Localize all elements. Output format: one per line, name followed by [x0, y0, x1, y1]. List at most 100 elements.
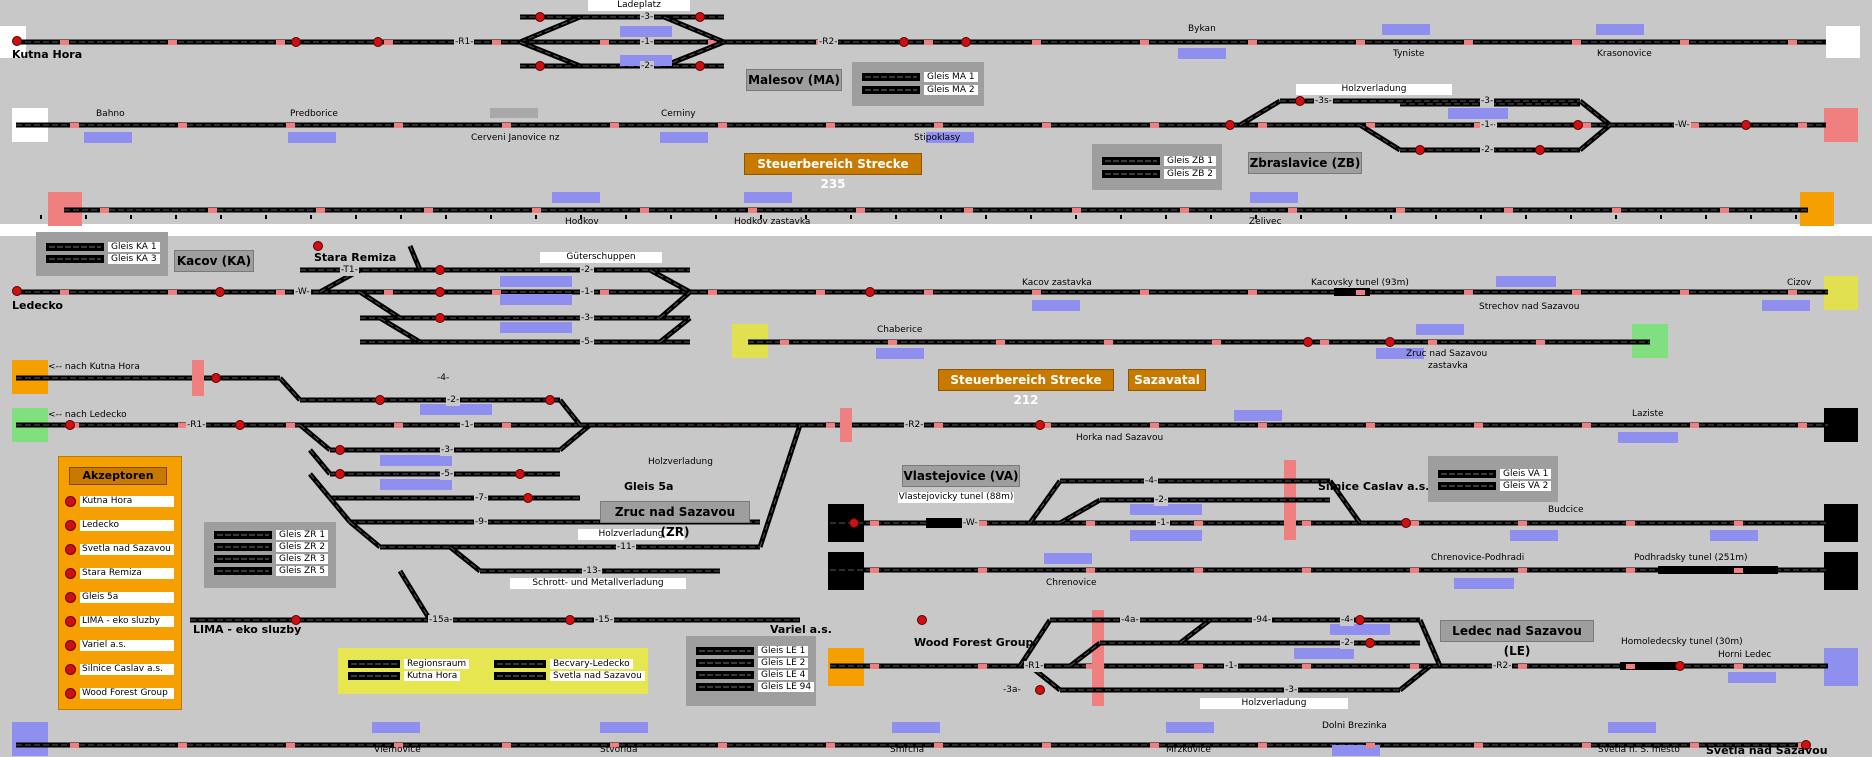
- station-gleis-5a[interactable]: Gleis 5a: [624, 480, 674, 493]
- line-end-marker[interactable]: [1824, 108, 1858, 142]
- signal-icon[interactable]: [291, 615, 301, 625]
- signal-icon[interactable]: [291, 37, 301, 47]
- section-kacov[interactable]: Kacov (KA): [174, 250, 254, 272]
- signal-icon[interactable]: [435, 287, 445, 297]
- signal-icon[interactable]: [1035, 420, 1045, 430]
- signal-icon[interactable]: [1741, 120, 1751, 130]
- gleis-zr-1[interactable]: Gleis ZR 1: [214, 530, 329, 540]
- signal-icon[interactable]: [335, 469, 345, 479]
- legend-becvary-row-2[interactable]: Svetla nad Sazavou: [494, 670, 645, 681]
- signal-icon[interactable]: [565, 615, 575, 625]
- line-end-marker[interactable]: [12, 722, 48, 756]
- line-end-marker[interactable]: [1826, 26, 1860, 58]
- station-lima[interactable]: LIMA - eko sluzby: [193, 623, 302, 636]
- signal-icon[interactable]: [1303, 337, 1313, 347]
- line-end-marker[interactable]: [1824, 504, 1858, 542]
- signal-icon[interactable]: [373, 37, 383, 47]
- gleis-zr-3[interactable]: Gleis ZR 3: [214, 554, 329, 564]
- signal-icon[interactable]: [12, 286, 22, 296]
- signal-icon[interactable]: [211, 373, 221, 383]
- signal-icon[interactable]: [1355, 615, 1365, 625]
- signal-icon[interactable]: [235, 420, 245, 430]
- akzeptor-signal-icon[interactable]: [65, 663, 76, 675]
- akzeptor-signal-icon[interactable]: [65, 519, 76, 531]
- signal-icon[interactable]: [313, 241, 323, 251]
- akzeptor-item[interactable]: Stara Remiza: [65, 567, 174, 579]
- akzeptor-signal-icon[interactable]: [65, 495, 76, 507]
- signal-icon[interactable]: [535, 61, 545, 71]
- gleis-zb-1[interactable]: Gleis ZB 1: [1102, 156, 1216, 166]
- signal-icon[interactable]: [849, 518, 859, 528]
- signal-icon[interactable]: [1415, 145, 1425, 155]
- gleis-le-1[interactable]: Gleis LE 1: [696, 646, 809, 656]
- signal-icon[interactable]: [545, 395, 555, 405]
- akzeptor-item[interactable]: Silnice Caslav a.s.: [65, 663, 174, 675]
- signal-icon[interactable]: [65, 420, 75, 430]
- line-end-marker[interactable]: [1824, 552, 1858, 590]
- akzeptor-signal-icon[interactable]: [65, 615, 76, 627]
- signal-icon[interactable]: [1401, 518, 1411, 528]
- gleis-ma-1[interactable]: Gleis MA 1: [862, 72, 978, 82]
- akzeptor-signal-icon[interactable]: [65, 639, 76, 651]
- station-variel[interactable]: Variel a.s.: [770, 623, 832, 636]
- station-stara-remiza[interactable]: Stara Remiza: [314, 251, 397, 264]
- signal-icon[interactable]: [1573, 120, 1583, 130]
- legend-becvary-row-1[interactable]: Becvary-Ledecko: [494, 658, 633, 669]
- signal-icon[interactable]: [515, 469, 525, 479]
- signal-icon[interactable]: [1295, 96, 1305, 106]
- signal-icon[interactable]: [695, 61, 705, 71]
- line-end-marker[interactable]: [1824, 408, 1858, 442]
- signal-icon[interactable]: [1535, 145, 1545, 155]
- signal-icon[interactable]: [12, 36, 22, 46]
- signal-icon[interactable]: [1365, 638, 1375, 648]
- legend-regionsraum-row-2[interactable]: Kutna Hora: [348, 670, 461, 681]
- akzeptor-item[interactable]: Kutna Hora: [65, 495, 174, 507]
- section-malesov[interactable]: Malesov (MA): [746, 69, 842, 91]
- section-ledec[interactable]: Ledec nad Sazavou (LE): [1440, 620, 1594, 658]
- signal-icon[interactable]: [215, 287, 225, 297]
- signal-icon[interactable]: [1035, 685, 1045, 695]
- signal-icon[interactable]: [535, 12, 545, 22]
- signal-icon[interactable]: [1385, 337, 1395, 347]
- gleis-zr-5[interactable]: Gleis ZR 5: [214, 566, 329, 576]
- line-end-marker[interactable]: [1824, 276, 1858, 310]
- gleis-le-2[interactable]: Gleis LE 2: [696, 658, 809, 668]
- signal-icon[interactable]: [375, 395, 385, 405]
- station-wood-forest[interactable]: Wood Forest Group: [914, 636, 1034, 649]
- gleis-zb-2[interactable]: Gleis ZB 2: [1102, 169, 1216, 179]
- akzeptor-signal-icon[interactable]: [65, 567, 76, 579]
- gleis-ka-1[interactable]: Gleis KA 1: [46, 242, 160, 252]
- station-silnice-caslav[interactable]: Silnice Caslav a.s.: [1318, 480, 1430, 493]
- akzeptor-signal-icon[interactable]: [65, 687, 76, 699]
- section-zruc[interactable]: Zruc nad Sazavou (ZR): [600, 501, 750, 539]
- akzeptor-signal-icon[interactable]: [65, 543, 76, 555]
- akzeptor-item[interactable]: Gleis 5a: [65, 591, 174, 603]
- station-svetla-end[interactable]: Svetla nad Sazavou: [1706, 744, 1828, 757]
- gleis-le-94[interactable]: Gleis LE 94: [696, 682, 815, 692]
- signal-icon[interactable]: [435, 265, 445, 275]
- akzeptor-item[interactable]: Variel a.s.: [65, 639, 174, 651]
- gleis-le-4[interactable]: Gleis LE 4: [696, 670, 809, 680]
- signal-icon[interactable]: [523, 493, 533, 503]
- legend-regionsraum-row-1[interactable]: Regionsraum: [348, 658, 470, 669]
- signal-icon[interactable]: [1225, 120, 1235, 130]
- signal-icon[interactable]: [1801, 740, 1811, 750]
- signal-icon[interactable]: [865, 287, 875, 297]
- signal-icon[interactable]: [917, 615, 927, 625]
- akzeptor-signal-icon[interactable]: [65, 591, 76, 603]
- station-ledecko[interactable]: Ledecko: [12, 299, 63, 312]
- akzeptor-item[interactable]: Svetla nad Sazavou: [65, 543, 174, 555]
- signal-icon[interactable]: [1675, 661, 1685, 671]
- signal-icon[interactable]: [961, 37, 971, 47]
- gleis-zr-2[interactable]: Gleis ZR 2: [214, 542, 329, 552]
- station-kutna-hora[interactable]: Kutna Hora: [12, 48, 83, 61]
- signal-icon[interactable]: [899, 37, 909, 47]
- signal-icon[interactable]: [435, 313, 445, 323]
- gleis-va-2[interactable]: Gleis VA 2: [1438, 481, 1552, 491]
- signal-icon[interactable]: [335, 445, 345, 455]
- akzeptor-item[interactable]: Ledecko: [65, 519, 174, 531]
- signal-icon[interactable]: [695, 12, 705, 22]
- gleis-va-1[interactable]: Gleis VA 1: [1438, 469, 1552, 479]
- gleis-ka-3[interactable]: Gleis KA 3: [46, 254, 160, 264]
- section-vlastejovice[interactable]: Vlastejovice (VA): [902, 465, 1020, 487]
